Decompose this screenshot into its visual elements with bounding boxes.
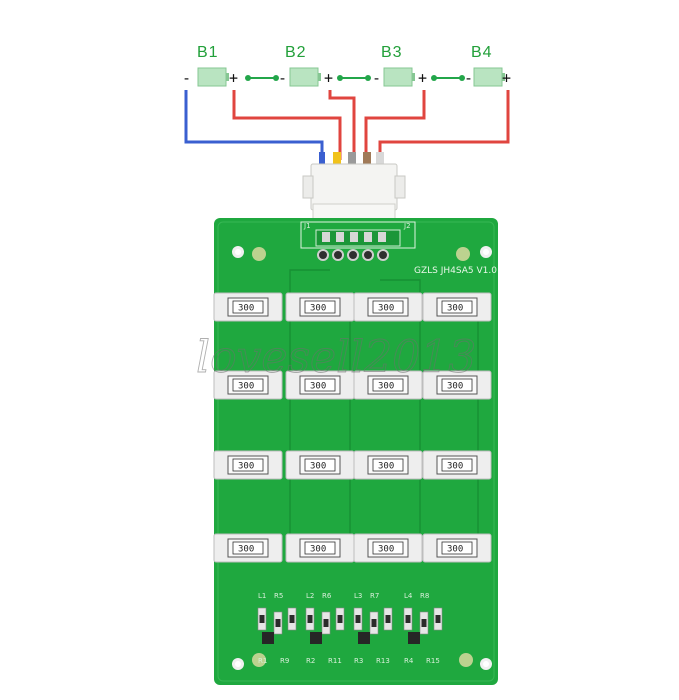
power-resistor-grid: 300 300 300 300 300 300 300 300 300 300 300 300 300 3… bbox=[213, 292, 492, 563]
smd-resistor: 300 bbox=[422, 292, 492, 322]
smd-resistor: 300 bbox=[422, 370, 492, 400]
resistor-marking: 300 bbox=[310, 382, 326, 392]
smd-resistor: 300 bbox=[353, 450, 423, 480]
resistor-marking: 300 bbox=[238, 304, 254, 314]
component-label: R15 bbox=[426, 657, 440, 665]
component-label: R3 bbox=[354, 657, 363, 665]
connector-label-j2: J2 bbox=[403, 222, 411, 230]
wire-b2-positive bbox=[328, 90, 356, 160]
wire-b3-positive bbox=[364, 90, 426, 160]
series-link-1 bbox=[245, 75, 279, 81]
smd-resistor: 300 bbox=[285, 533, 355, 563]
resistor-marking: 300 bbox=[238, 545, 254, 555]
mounting-hole bbox=[232, 246, 244, 258]
resistor-marking: 300 bbox=[447, 462, 463, 472]
component-label: R9 bbox=[280, 657, 289, 665]
mounting-hole bbox=[480, 246, 492, 258]
board-model-label: GZLS JH4SA5 V1.0 bbox=[414, 266, 497, 276]
resistor-marking: 300 bbox=[447, 545, 463, 555]
cell-label: B4 bbox=[471, 44, 493, 61]
component-label: R11 bbox=[328, 657, 342, 665]
smd-resistor: 300 bbox=[213, 533, 283, 563]
series-link-2 bbox=[337, 75, 371, 81]
battery-cell-b2: B2 - + bbox=[278, 44, 333, 87]
connector-label-j1: J1 bbox=[303, 222, 311, 230]
connector-plug bbox=[302, 152, 406, 229]
component-label: L2 bbox=[306, 592, 314, 600]
component-label: R13 bbox=[376, 657, 390, 665]
cell-minus: - bbox=[182, 69, 191, 87]
battery-cell-b3: B3 - + bbox=[372, 44, 427, 87]
cell-minus: - bbox=[372, 69, 381, 87]
smd-resistor: 300 bbox=[213, 370, 283, 400]
component-label: L1 bbox=[258, 592, 266, 600]
component-label: R5 bbox=[274, 592, 283, 600]
cell-minus: - bbox=[278, 69, 287, 87]
component-label: R1 bbox=[258, 657, 267, 665]
resistor-marking: 300 bbox=[310, 304, 326, 314]
smd-resistor: 300 bbox=[213, 292, 283, 322]
component-label: R2 bbox=[306, 657, 315, 665]
smd-resistor: 300 bbox=[353, 370, 423, 400]
mounting-hole bbox=[480, 658, 492, 670]
mounting-hole bbox=[232, 658, 244, 670]
transistor-chip bbox=[310, 632, 322, 644]
resistor-marking: 300 bbox=[238, 382, 254, 392]
battery-cell-b4: B4 - + bbox=[464, 44, 511, 87]
wire-b1-positive bbox=[232, 90, 342, 160]
resistor-marking: 300 bbox=[378, 382, 394, 392]
cell-label: B1 bbox=[197, 44, 219, 61]
cell-plus: + bbox=[418, 69, 427, 87]
smd-resistor: 300 bbox=[285, 450, 355, 480]
watermark: lovesell2013 bbox=[196, 332, 476, 383]
component-label: R4 bbox=[404, 657, 414, 665]
resistor-marking: 300 bbox=[447, 304, 463, 314]
smd-resistor: 300 bbox=[213, 450, 283, 480]
smd-resistor: 300 bbox=[422, 450, 492, 480]
cell-plus: + bbox=[229, 69, 238, 87]
component-label: L3 bbox=[354, 592, 362, 600]
wire-b4-positive bbox=[378, 90, 510, 160]
cell-label: B3 bbox=[381, 44, 403, 61]
smd-resistor: 300 bbox=[285, 292, 355, 322]
component-label: R7 bbox=[370, 592, 379, 600]
battery-wiring-diagram: B1 - + B2 - + B3 - + B4 - + bbox=[182, 44, 511, 160]
resistor-marking: 300 bbox=[447, 382, 463, 392]
component-label: R8 bbox=[420, 592, 429, 600]
smd-resistor: 300 bbox=[422, 533, 492, 563]
battery-cell-b1: B1 - + bbox=[182, 44, 238, 87]
cell-label: B2 bbox=[285, 44, 307, 61]
cell-plus: + bbox=[502, 69, 511, 87]
resistor-marking: 300 bbox=[378, 304, 394, 314]
smd-resistor: 300 bbox=[353, 533, 423, 563]
wire-b1-negative bbox=[184, 90, 324, 160]
resistor-marking: 300 bbox=[310, 545, 326, 555]
cell-plus: + bbox=[324, 69, 333, 87]
resistor-marking: 300 bbox=[310, 462, 326, 472]
cell-minus: - bbox=[464, 69, 473, 87]
component-label: R6 bbox=[322, 592, 332, 600]
component-label: L4 bbox=[404, 592, 413, 600]
transistor-chip bbox=[358, 632, 370, 644]
board-header: J1 J2 bbox=[300, 221, 416, 261]
transistor-chip bbox=[262, 632, 274, 644]
series-link-3 bbox=[431, 75, 465, 81]
resistor-marking: 300 bbox=[378, 545, 394, 555]
resistor-marking: 300 bbox=[378, 462, 394, 472]
resistor-marking: 300 bbox=[238, 462, 254, 472]
transistor-chip bbox=[408, 632, 420, 644]
smd-resistor: 300 bbox=[353, 292, 423, 322]
